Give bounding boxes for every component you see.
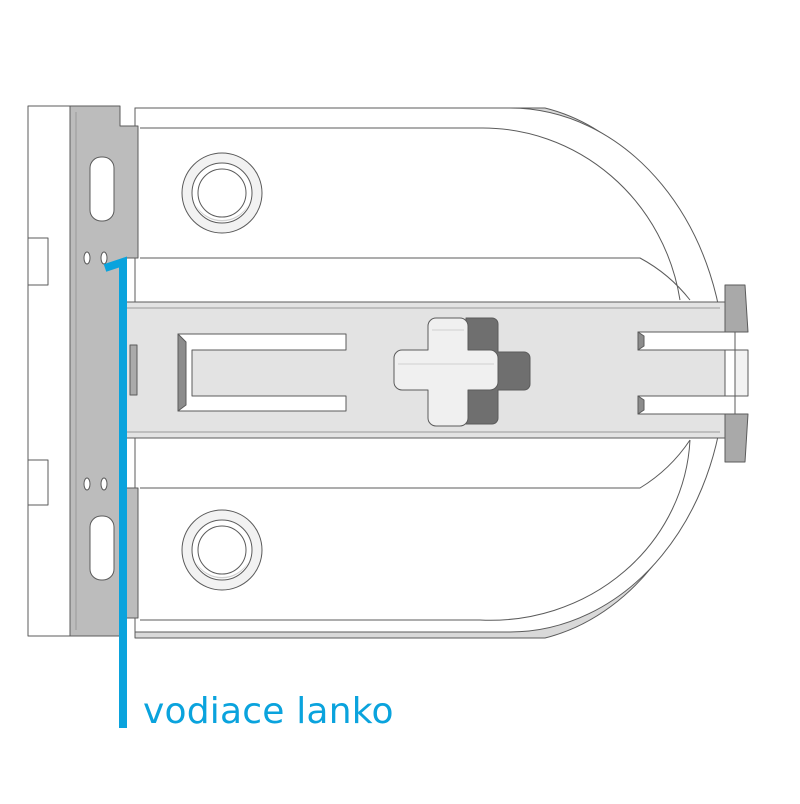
rail-end-slot-top [637, 331, 736, 351]
plate-hole [100, 251, 108, 265]
mounting-plate-outer [27, 105, 71, 637]
rail-end-shadow [637, 331, 645, 415]
plate-hole [83, 251, 91, 265]
rail-end-slot-bottom [637, 395, 736, 415]
shell-tab-bottom [724, 413, 749, 463]
bracket-upper-recess [140, 127, 691, 301]
plate-slot-top [89, 156, 115, 222]
plate-slot-bottom [89, 515, 115, 581]
cross-knob [393, 317, 499, 427]
cross-knob-highlight [398, 329, 494, 365]
rail-slot [177, 333, 347, 412]
guide-rail-edge [126, 307, 720, 433]
screw-boss-bottom [181, 509, 263, 591]
rail-slot-shadow [177, 333, 187, 412]
plate-hole [100, 477, 108, 491]
plate-notch-bottom [27, 459, 49, 506]
shell-tab-top [724, 284, 749, 333]
plate-hole [83, 477, 91, 491]
guide-wire [103, 256, 127, 728]
guide-rail-clip [129, 344, 138, 396]
bracket-lower-recess [140, 439, 691, 621]
shell-tab-mid [734, 349, 749, 397]
screw-boss-top [181, 152, 263, 234]
plate-notch-top [27, 237, 49, 286]
guide-wire-label: vodiace lanko [143, 691, 394, 732]
